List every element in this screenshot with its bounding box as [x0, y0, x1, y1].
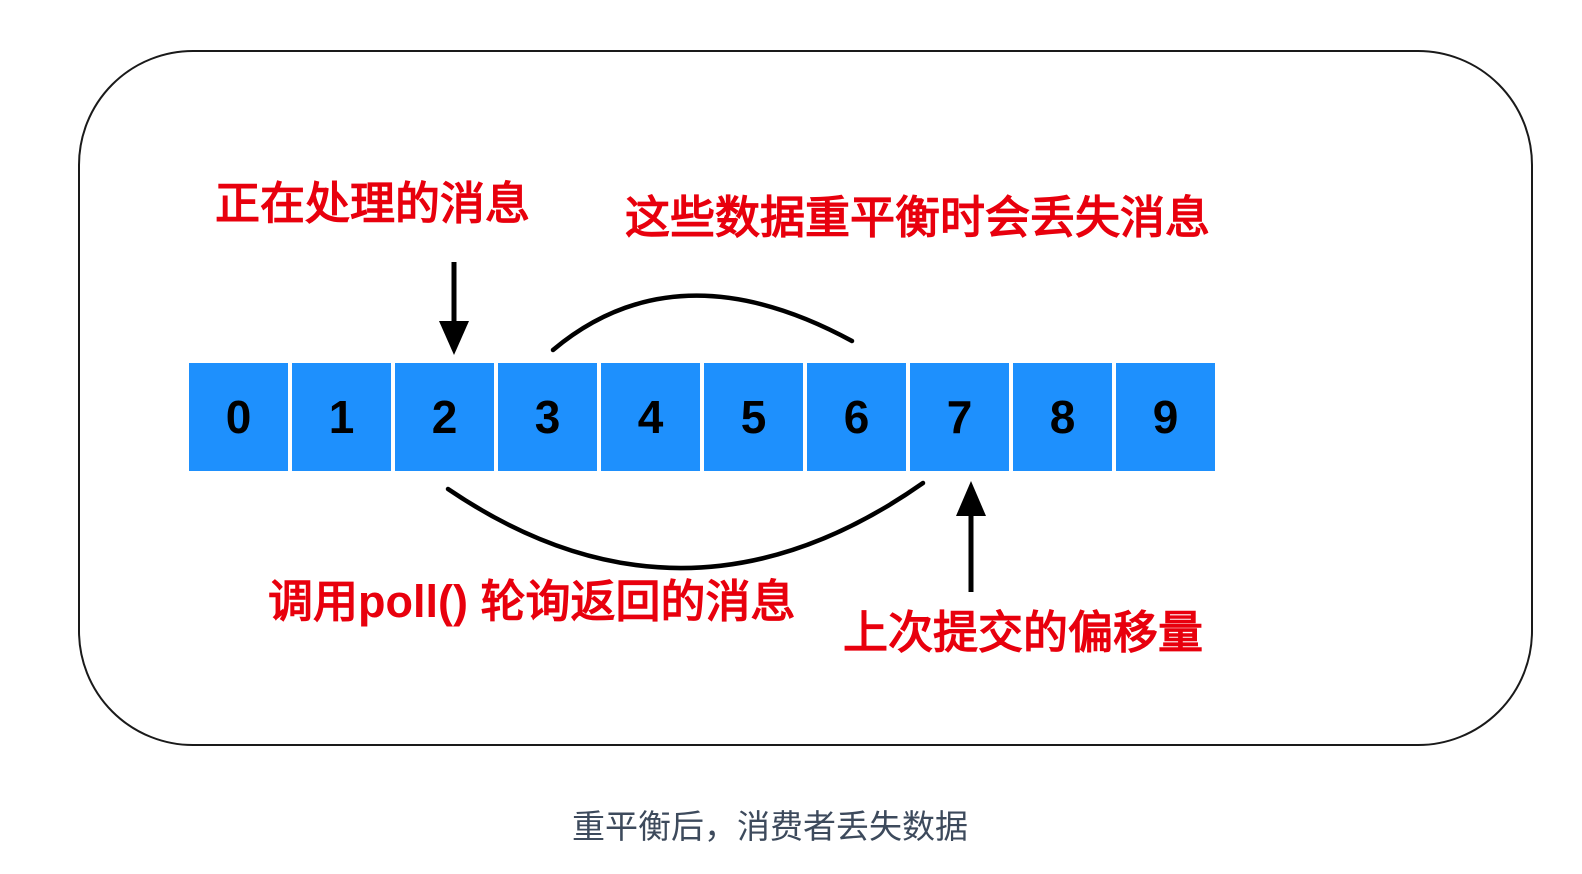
partition-cell-offset: 4: [601, 363, 700, 471]
diagram-border-frame: [78, 50, 1533, 746]
label-poll-returned: 调用poll() 轮询返回的消息: [268, 576, 796, 627]
partition-cell-offset: 0: [189, 363, 288, 471]
partition-cell-offset: 9: [1116, 363, 1215, 471]
partition-cell-offset: 2: [395, 363, 494, 471]
partition-cell-offset: 6: [807, 363, 906, 471]
partition-cell-offset: 3: [498, 363, 597, 471]
partition-cell-offset: 7: [910, 363, 1009, 471]
label-last-committed-offset: 上次提交的偏移量: [843, 607, 1204, 658]
partition-cell-offset: 8: [1013, 363, 1112, 471]
partition-cell-offset: 1: [292, 363, 391, 471]
label-processing-message: 正在处理的消息: [215, 178, 531, 229]
label-lost-on-rebalance: 这些数据重平衡时会丢失消息: [625, 192, 1211, 243]
partition-cell-offset: 5: [704, 363, 803, 471]
diagram-caption: 重平衡后，消费者丢失数据: [572, 808, 968, 845]
